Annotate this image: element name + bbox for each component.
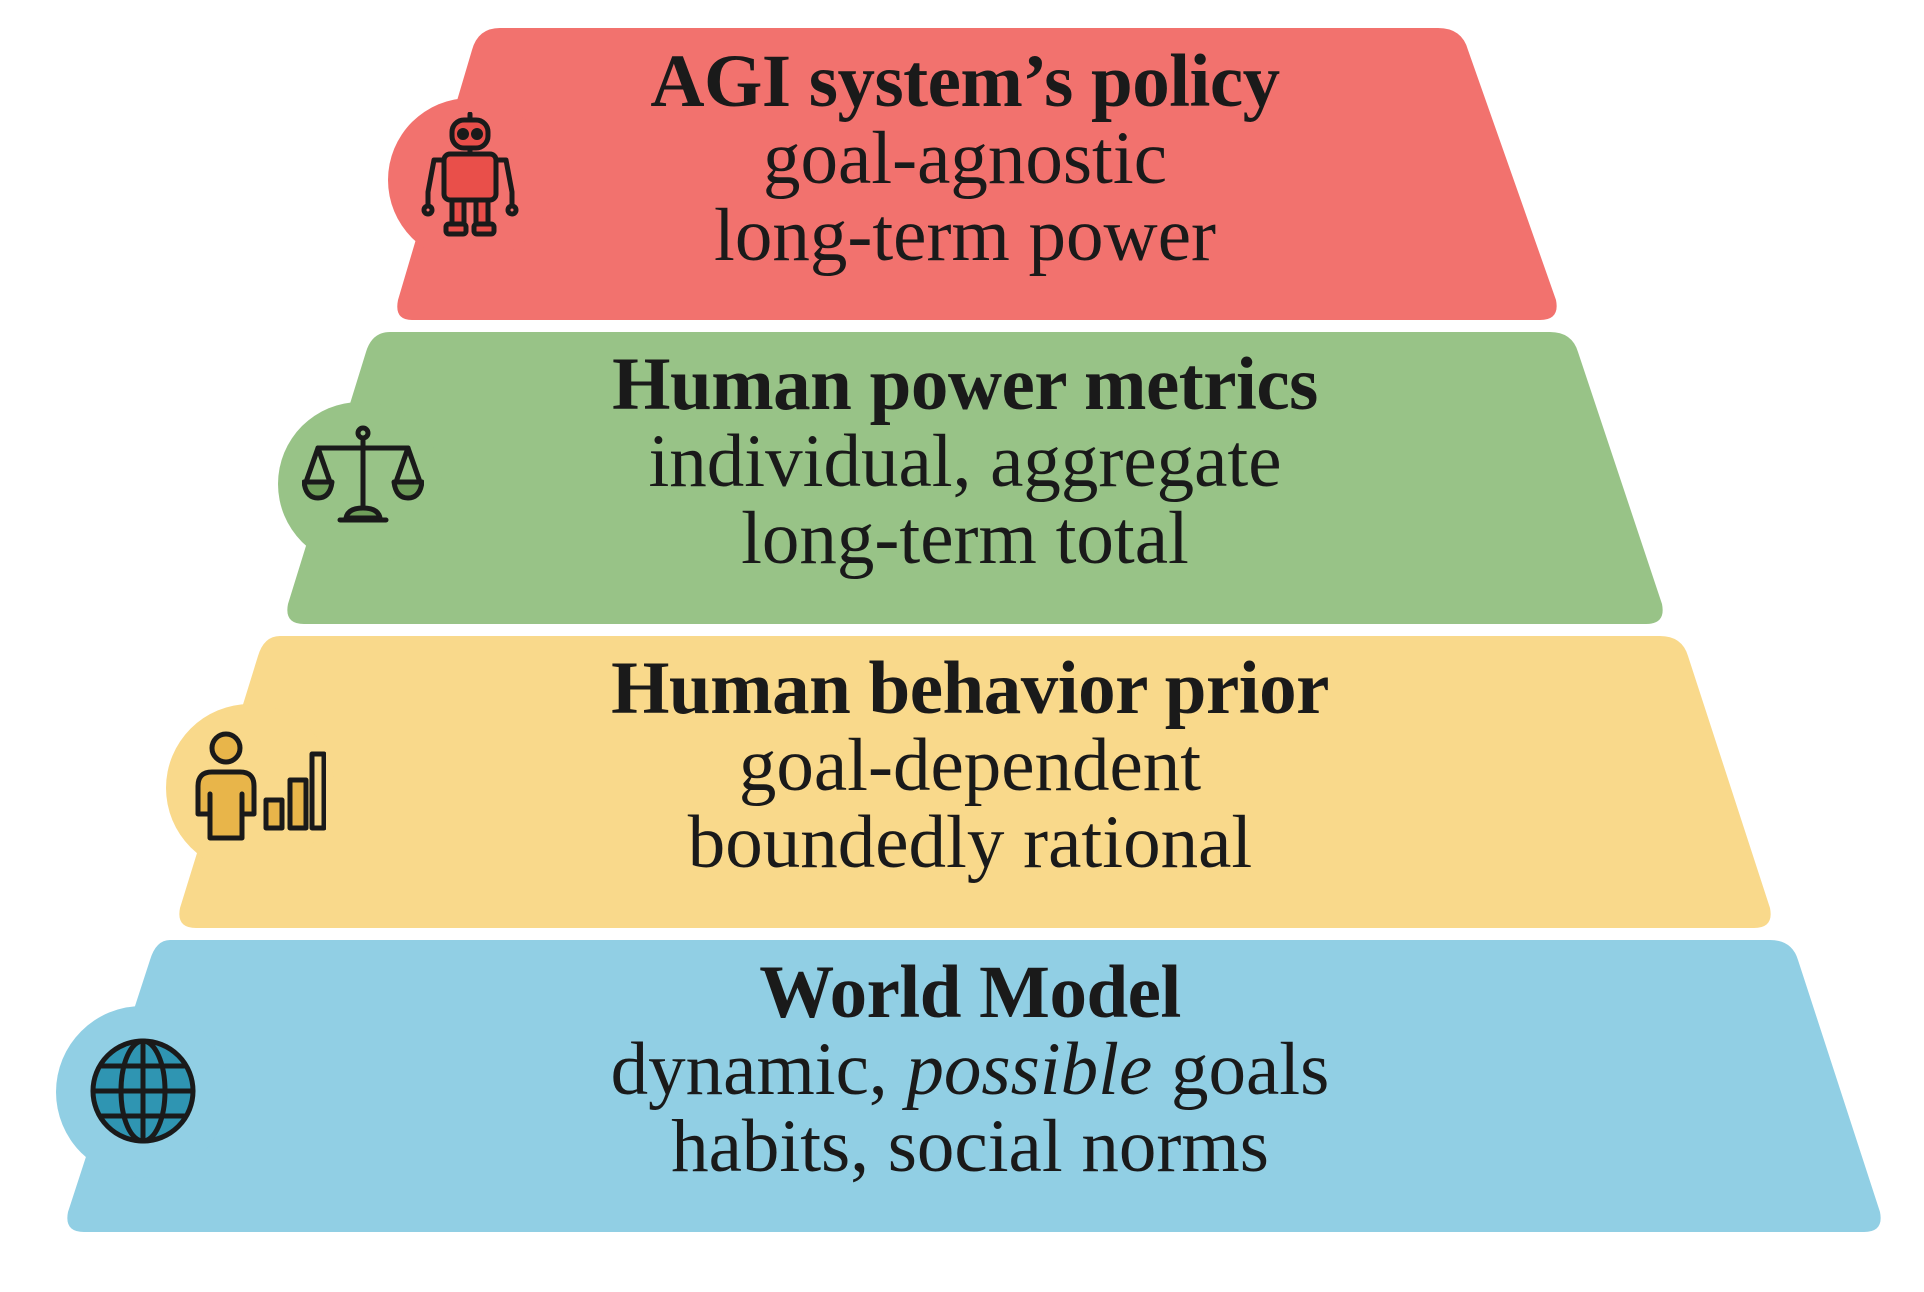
layer-prior-band [179, 636, 1771, 928]
layer-metrics-band [287, 332, 1663, 624]
layer-world-title: World Model [759, 951, 1181, 1034]
layer-prior-line-1: goal-dependent [738, 724, 1202, 807]
layer-world-line-1: dynamic, possible goals [611, 1031, 1330, 1108]
layer-metrics-shape [278, 332, 1663, 624]
layer-prior-text: Human behavior prior goal-dependent boun… [611, 650, 1329, 881]
layer-metrics-line-1: individual, aggregate [648, 420, 1282, 503]
layer-agi-band [397, 28, 1557, 320]
robot-icon [420, 112, 520, 240]
layer-world-line-1-emphasis: possible [906, 1028, 1153, 1111]
layer-metrics-icon-bump [278, 402, 442, 566]
person-chart-icon [190, 730, 326, 842]
layer-world-line-1-start: dynamic, [610, 1028, 907, 1111]
layer-agi-line-2: long-term power [714, 194, 1216, 277]
layer-world-line-2: habits, social norms [671, 1105, 1269, 1188]
layer-agi-text: AGI system’s policy goal-agnostic long-t… [650, 40, 1280, 277]
layer-prior-title: Human behavior prior [611, 647, 1329, 730]
layer-world-text: World Model dynamic, possible goals habi… [611, 954, 1330, 1185]
layer-prior-line-2: boundedly rational [687, 801, 1253, 884]
scale-icon [302, 424, 424, 528]
layer-metrics-line-2: long-term total [741, 497, 1189, 580]
layer-metrics-text: Human power metrics individual, aggregat… [612, 346, 1318, 577]
layer-metrics-title: Human power metrics [612, 343, 1318, 426]
layer-agi-title: AGI system’s policy [650, 40, 1280, 123]
layer-agi-line-1: goal-agnostic [762, 117, 1168, 200]
layer-world-band [67, 940, 1881, 1232]
layer-world-line-1-end: goals [1152, 1028, 1330, 1111]
globe-icon [88, 1036, 198, 1146]
